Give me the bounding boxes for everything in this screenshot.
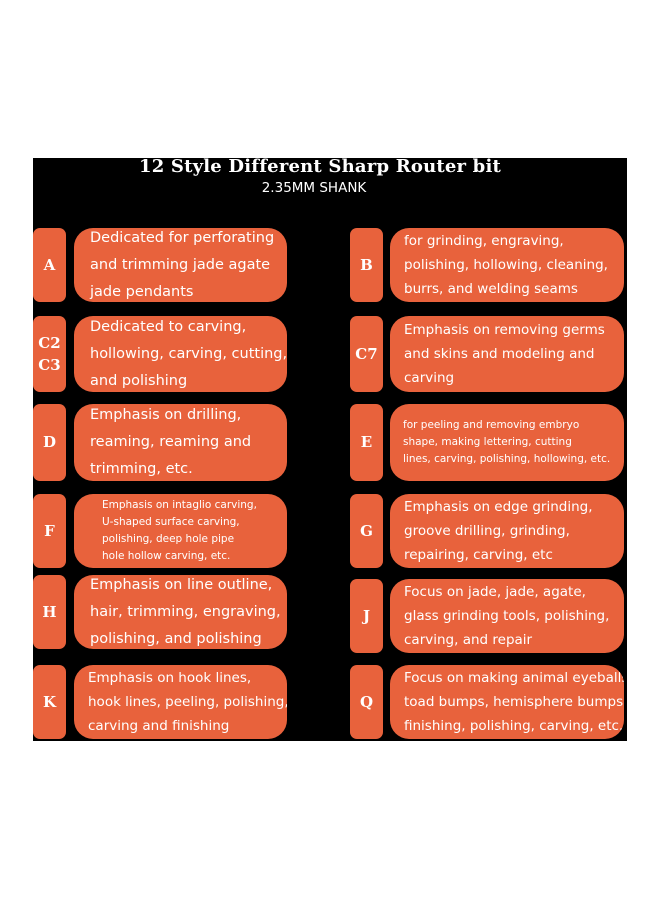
style-description: Emphasis on removing germs and skins and… <box>390 316 624 392</box>
description-line: carving and finishing <box>88 718 230 734</box>
description-line: and polishing <box>90 372 188 389</box>
description-line: hook lines, peeling, polishing, <box>88 694 287 710</box>
style-code-badge: C2 C3 <box>33 316 66 392</box>
description-line: Emphasis on line outline, <box>90 576 273 593</box>
style-code-badge: J <box>350 579 383 653</box>
description-line: glass grinding tools, polishing, <box>404 608 610 624</box>
style-description: Emphasis on hook lines, hook lines, peel… <box>74 665 287 739</box>
description-line: Emphasis on intaglio carving, <box>102 499 257 511</box>
description-line: polishing, hollowing, cleaning, <box>404 257 608 273</box>
style-code-badge: Q <box>350 665 383 739</box>
description-line: toad bumps, hemisphere bumps, <box>404 694 624 710</box>
style-code-badge: B <box>350 228 383 302</box>
style-code-badge: K <box>33 665 66 739</box>
description-line: groove drilling, grinding, <box>404 523 570 539</box>
description-line: hollowing, carving, cutting, <box>90 345 287 362</box>
description-line: jade pendants <box>90 283 194 300</box>
style-description: Emphasis on edge grinding, groove drilli… <box>390 494 624 568</box>
style-code-badge: G <box>350 494 383 568</box>
description-line: burrs, and welding seams <box>404 281 578 297</box>
description-line: Emphasis on removing germs <box>404 322 605 338</box>
style-description: Emphasis on line outline, hair, trimming… <box>74 575 287 649</box>
page-subtitle: 2.35MM SHANK <box>261 180 367 196</box>
description-line: Focus on jade, jade, agate, <box>404 584 586 600</box>
description-line: polishing, deep hole pipe <box>102 533 235 545</box>
style-code-badge: E <box>350 404 383 481</box>
description-line: hole hollow carving, etc. <box>102 550 231 562</box>
description-line: Emphasis on drilling, <box>90 407 242 423</box>
style-code-badge: A <box>33 228 66 302</box>
description-line: repairing, carving, etc <box>404 547 553 563</box>
description-line: and trimming jade agate <box>90 256 271 273</box>
style-description: Dedicated for perforating and trimming j… <box>74 228 287 302</box>
style-description: Emphasis on drilling, reaming, reaming a… <box>74 404 287 481</box>
description-line: lines, carving, polishing, hollowing, et… <box>403 453 611 465</box>
description-line: shape, making lettering, cutting <box>403 436 572 448</box>
style-code-badge: D <box>33 404 66 481</box>
page-title: 12 Style Different Sharp Router bit <box>138 156 502 177</box>
description-line: finishing, polishing, carving, etc. <box>404 718 624 734</box>
style-code-badge: H <box>33 575 66 649</box>
description-line: hair, trimming, engraving, <box>90 603 281 620</box>
description-line: for grinding, engraving, <box>404 233 564 249</box>
description-line: Emphasis on edge grinding, <box>404 499 593 515</box>
style-description: Focus on jade, jade, agate, glass grindi… <box>390 579 624 653</box>
description-line: Dedicated to carving, <box>90 318 247 335</box>
description-line: for peeling and removing embryo <box>403 419 580 431</box>
style-code-badge: F <box>33 494 66 568</box>
style-code-badge: C7 <box>350 316 383 392</box>
description-line: Dedicated for perforating <box>90 229 275 246</box>
description-line: trimming, etc. <box>90 461 193 477</box>
description-line: polishing, and polishing <box>90 630 262 647</box>
style-description: Focus on making animal eyeballs toad bum… <box>390 665 624 739</box>
style-description: for peeling and removing embryo shape, m… <box>390 404 624 481</box>
description-line: Focus on making animal eyeballs <box>404 670 624 686</box>
description-line: Emphasis on hook lines, <box>88 670 252 686</box>
description-line: carving, and repair <box>404 632 533 648</box>
style-description: for grinding, engraving, polishing, holl… <box>390 228 624 302</box>
description-line: U-shaped surface carving, <box>102 516 240 528</box>
description-line: and skins and modeling and <box>404 346 595 362</box>
style-description: Emphasis on intaglio carving, U-shaped s… <box>74 494 287 568</box>
description-line: carving <box>404 370 455 386</box>
description-line: reaming, reaming and <box>90 434 252 450</box>
style-description: Dedicated to carving, hollowing, carving… <box>74 316 287 392</box>
